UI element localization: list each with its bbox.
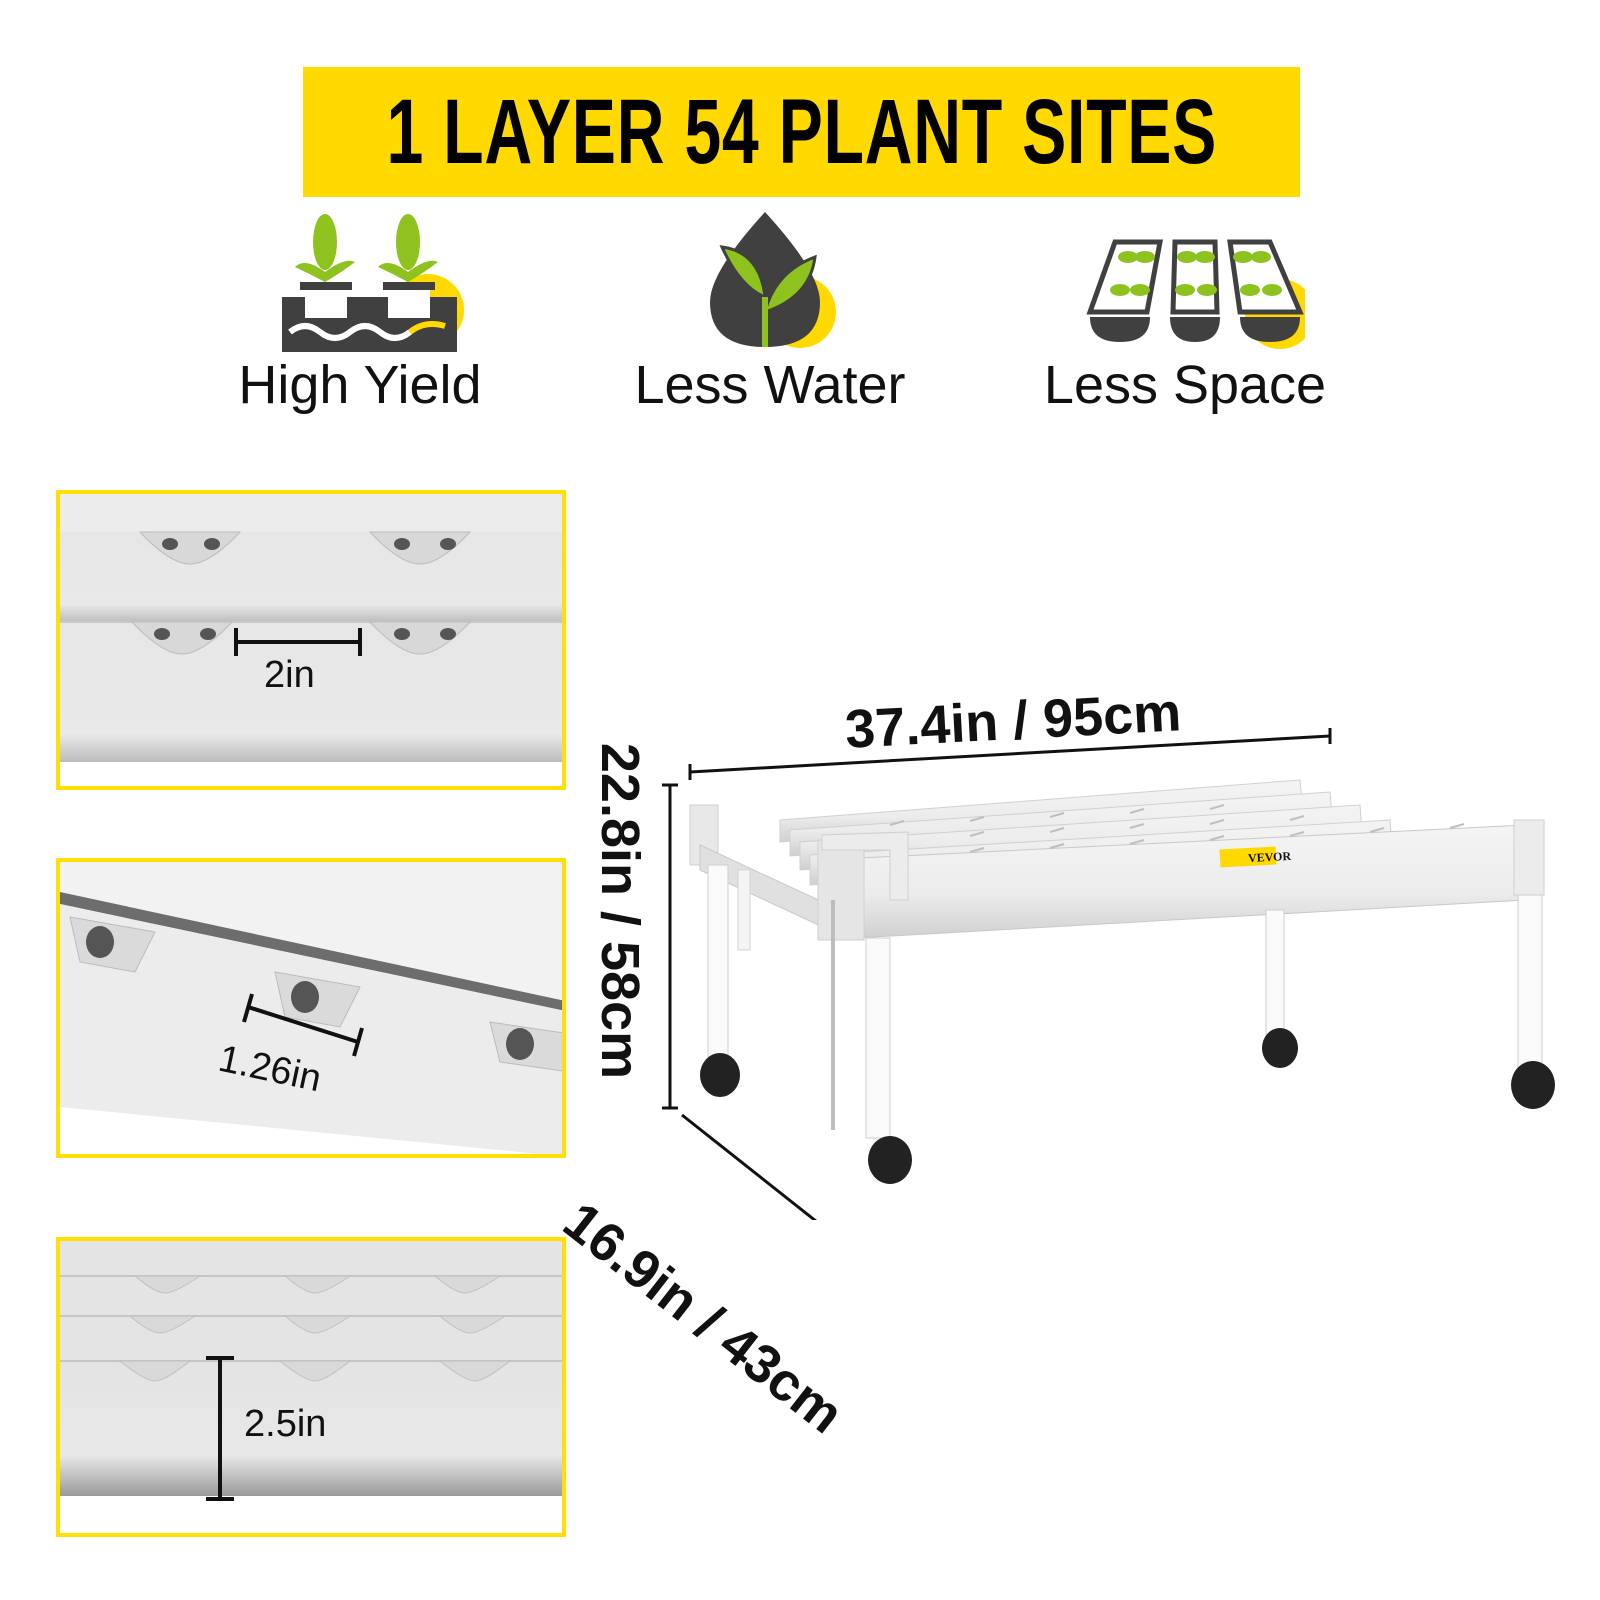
- detail-hole-width: 1.26in: [56, 858, 566, 1158]
- feature-label: Less Water: [634, 355, 906, 415]
- brand-label: VEVOR: [1247, 848, 1292, 866]
- depth-dimension-label: 16.9in / 43cm: [552, 1190, 855, 1446]
- pipe-closeup-top-illustration: [60, 494, 562, 762]
- feature-high-yield: High Yield: [180, 212, 540, 412]
- title-banner: 1 LAYER 54 PLANT SITES: [303, 67, 1300, 197]
- hydroponic-pots-icon: [282, 214, 464, 352]
- height-dimension-label: 22.8in / 58cm: [590, 742, 650, 1080]
- feature-label: Less Space: [1043, 355, 1327, 415]
- pipe-closeup-stack-illustration: [60, 1241, 562, 1501]
- feature-less-space: Less Space: [1005, 212, 1365, 412]
- dimension-label: 2in: [264, 654, 315, 696]
- water-drop-leaf-icon: [710, 212, 836, 348]
- dimension-label: 2.5in: [244, 1403, 327, 1445]
- detail-site-spacing: 2in: [56, 490, 566, 790]
- feature-label: High Yield: [238, 355, 482, 415]
- growing-channels-icon: [1086, 239, 1305, 349]
- page-title: 1 LAYER 54 PLANT SITES: [386, 81, 1217, 183]
- feature-less-water: Less Water: [590, 212, 950, 412]
- detail-pipe-diameter: 2.5in: [56, 1237, 566, 1537]
- hydroponic-system-illustration: [662, 728, 1555, 1220]
- pipe-closeup-angle-illustration: [60, 862, 562, 1154]
